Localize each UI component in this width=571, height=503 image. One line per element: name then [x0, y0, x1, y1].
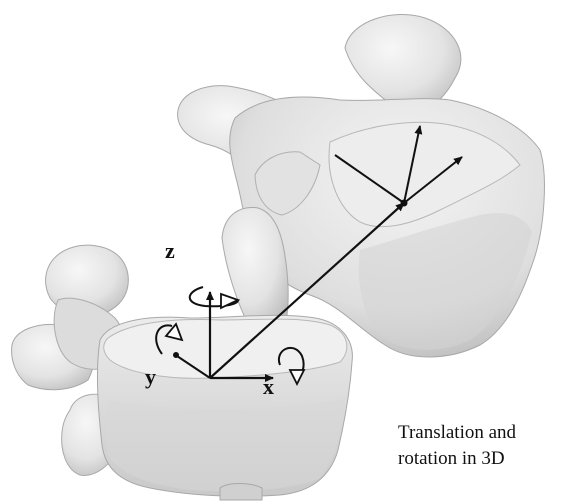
- upper-spinous-process: [345, 15, 461, 112]
- z-axis-label: z: [165, 240, 175, 262]
- y-axis-end-dot: [174, 353, 179, 358]
- y-axis-label: y: [145, 366, 156, 388]
- upper-vertebra: [178, 15, 545, 357]
- x-axis-label: x: [263, 376, 274, 398]
- lower-body-shadow: [105, 398, 345, 491]
- caption-line: rotation in 3D: [398, 446, 568, 472]
- caption-line: Translation and: [398, 420, 568, 446]
- upper-origin-dot: [401, 200, 407, 206]
- figure-caption: Translation and rotation in 3D: [398, 420, 568, 472]
- lower-body-top-endplate: [104, 319, 347, 378]
- lower-body-base: [220, 484, 262, 501]
